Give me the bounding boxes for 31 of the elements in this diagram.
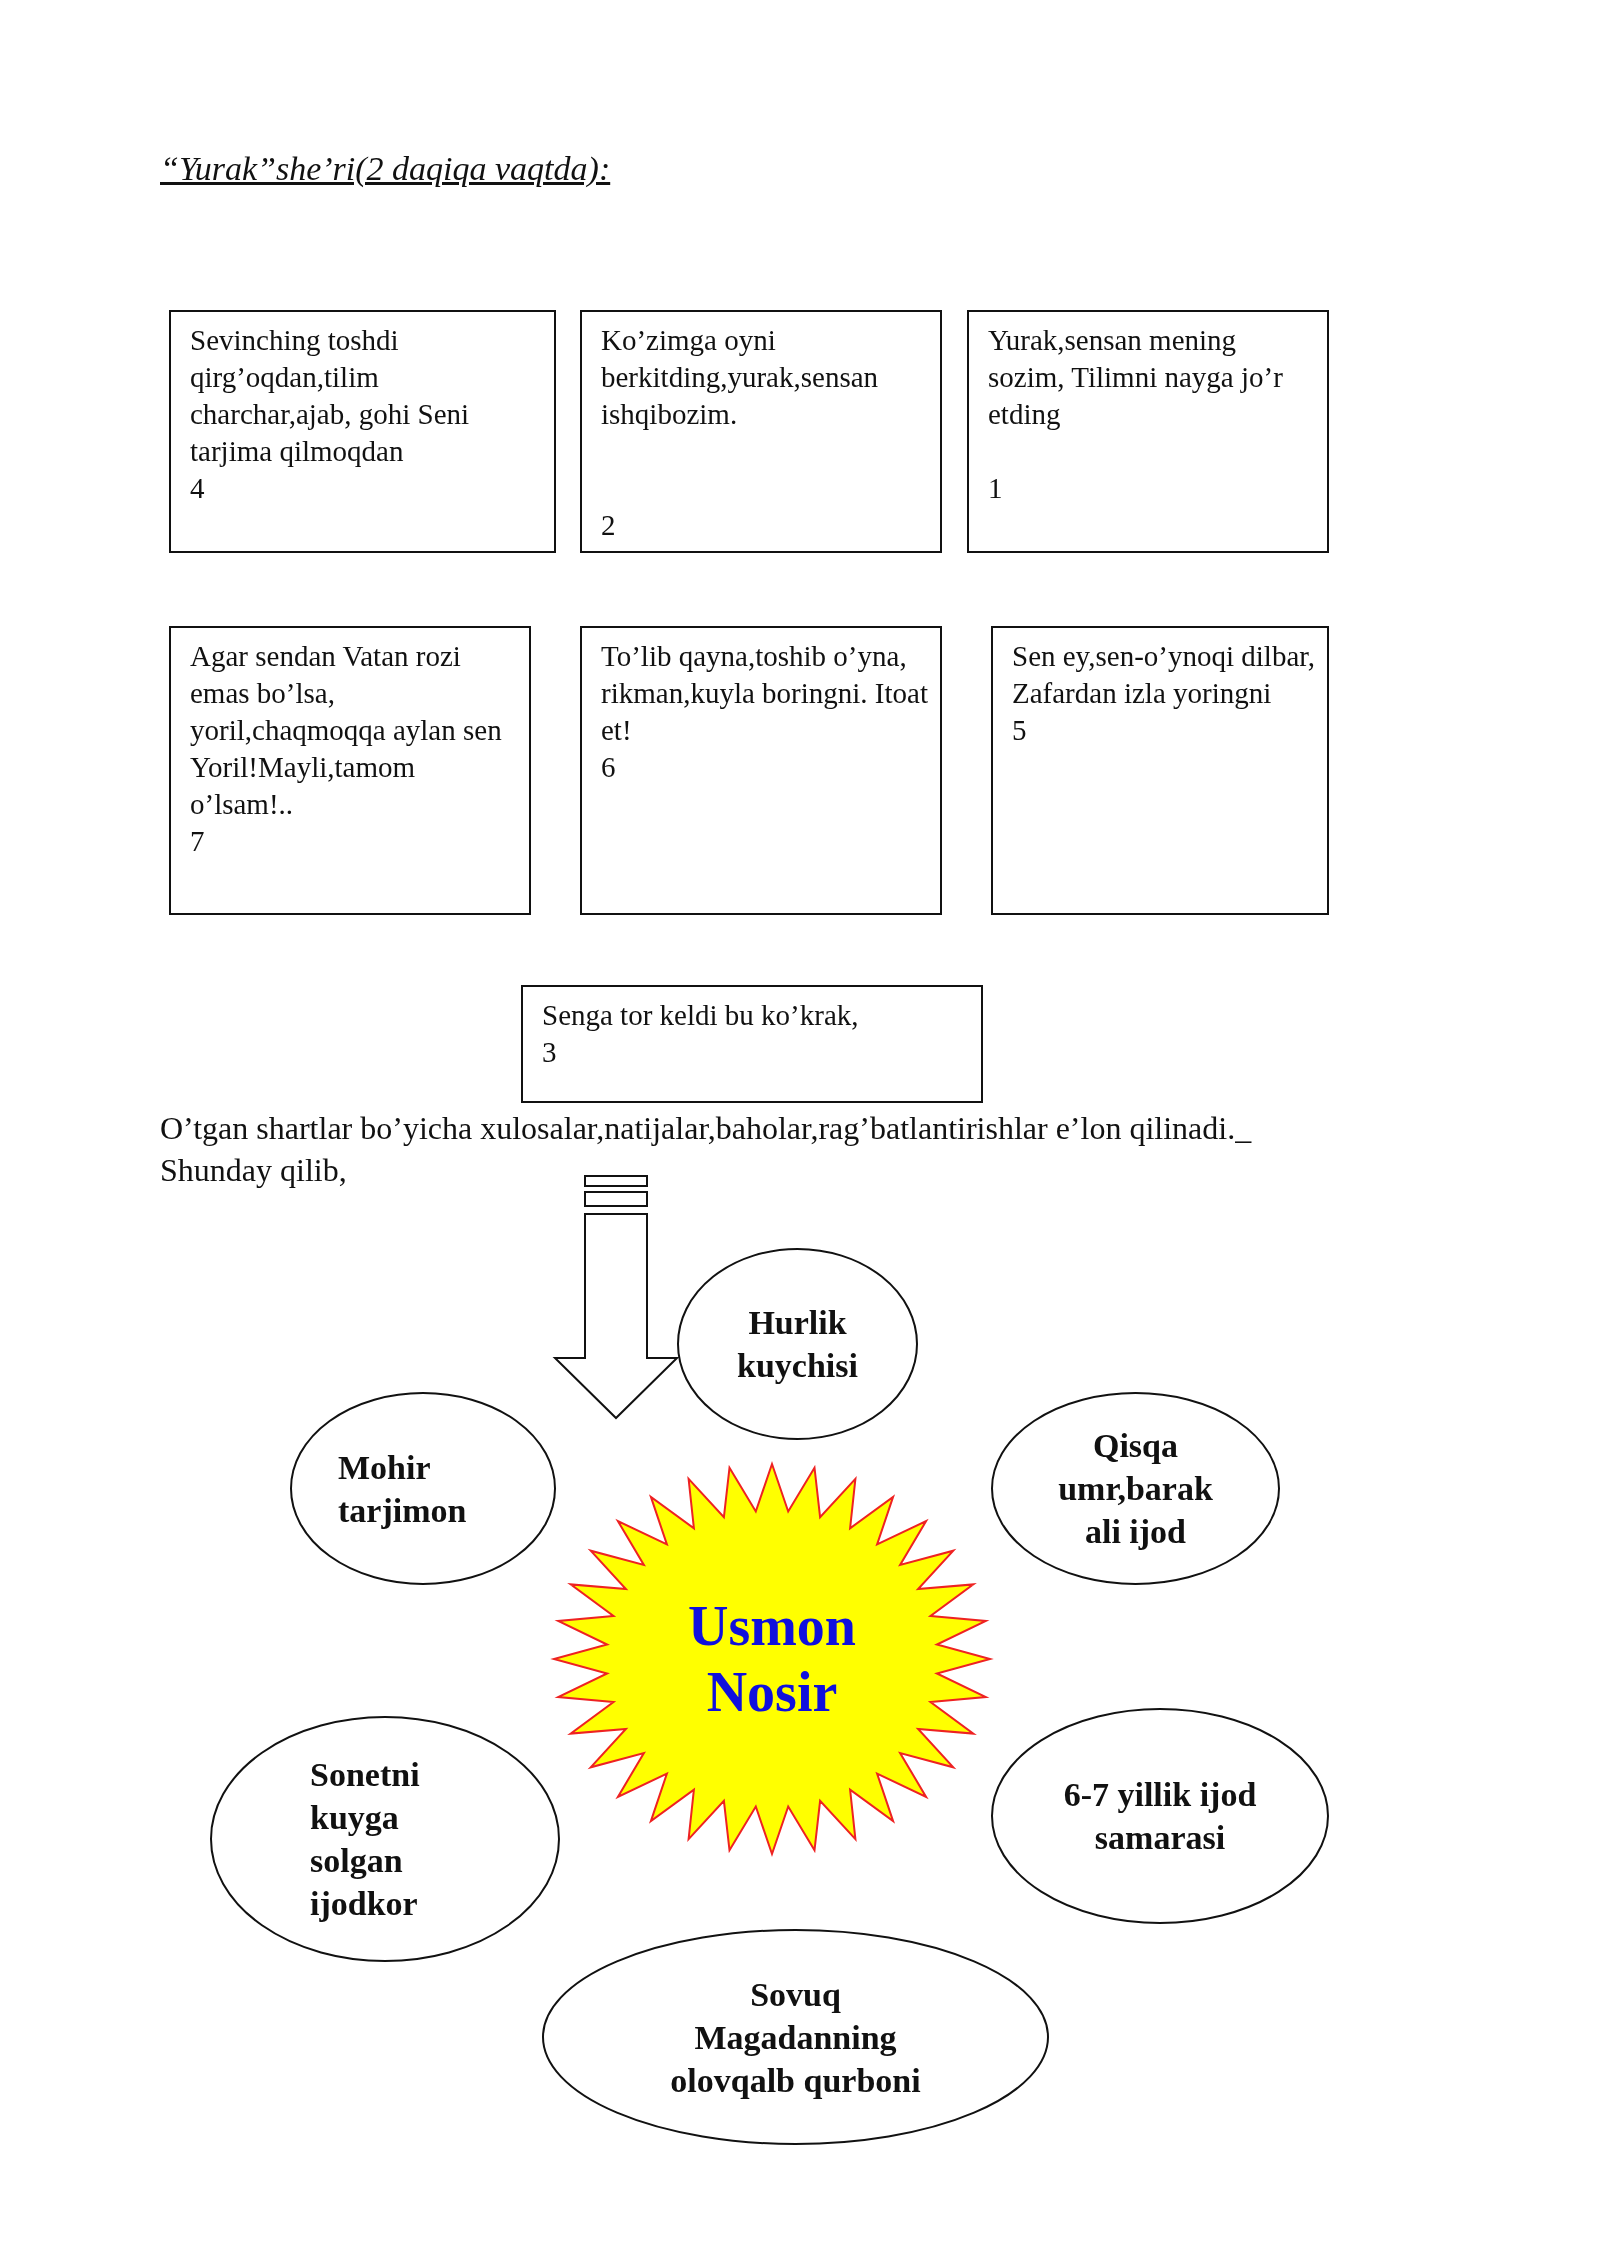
poem-lines: Yurak,sensan mening sozim, Tilimni nayga jo’r etding bbox=[988, 323, 1284, 432]
poem-lines: Senga tor keldi bu ko’krak, bbox=[542, 998, 860, 1033]
order-number: 5 bbox=[1012, 713, 1028, 748]
poem-lines: Sevinching toshdi qirg’oqdan,tilim charchar,ajab, gohi Seni tarjima qilmoqdan bbox=[190, 323, 471, 469]
text-box bbox=[967, 310, 1329, 553]
order-number: 6 bbox=[601, 750, 617, 785]
ellipse-text: 6-7 yillik ijod samarasi bbox=[1062, 1775, 1258, 1858]
ellipse-text: Sovuq Magadanning olovqalb qurboni bbox=[669, 1974, 922, 2101]
order-number: 4 bbox=[190, 471, 206, 506]
poem-lines: To’lib qayna,toshib o’yna, rikman,kuyla boringni. Itoat et! bbox=[601, 639, 928, 748]
ellipse-text: Hurlik kuychisi bbox=[736, 1303, 859, 1386]
order-number: 1 bbox=[988, 471, 1004, 506]
paragraph-line: O’tgan shartlar bo’yicha xulosalar,natijalar,baholar,rag’batlantirishlar e’lon qilinadi._ bbox=[160, 1109, 1252, 1148]
poem-lines: Sen ey,sen-o’ynoqi dilbar, Zafardan izla yoringni bbox=[1012, 639, 1315, 711]
ellipse-text: Qisqa umr,barakali ijod bbox=[1057, 1426, 1214, 1552]
order-number: 7 bbox=[190, 824, 206, 859]
title: “Yurak”she’ri(2 daqiqa vaqtda): bbox=[160, 150, 611, 188]
text-box bbox=[169, 310, 556, 553]
text-box bbox=[580, 626, 942, 915]
ellipse-text: Mohir tarjimon bbox=[338, 1447, 468, 1531]
center-title: Usmon Nosir bbox=[687, 1594, 857, 1725]
text-box bbox=[580, 310, 942, 553]
ellipse-text: Sonetni kuyga solgan ijodkor bbox=[310, 1755, 421, 1924]
poem-lines: Ko’zimga oyni berkitding,yurak,sensan ishqibozim. bbox=[601, 323, 880, 432]
text-box bbox=[991, 626, 1329, 915]
paragraph-line: Shunday qilib, bbox=[160, 1151, 347, 1190]
poem-lines: Agar sendan Vatan rozi emas bo’lsa, yoril,chaqmoqqa aylan sen Yoril!Mayli,tamom o’lsam!.. bbox=[190, 639, 503, 822]
text-box bbox=[521, 985, 983, 1103]
text-box bbox=[169, 626, 531, 915]
order-number: 3 bbox=[542, 1035, 558, 1070]
order-number: 2 bbox=[601, 508, 617, 543]
